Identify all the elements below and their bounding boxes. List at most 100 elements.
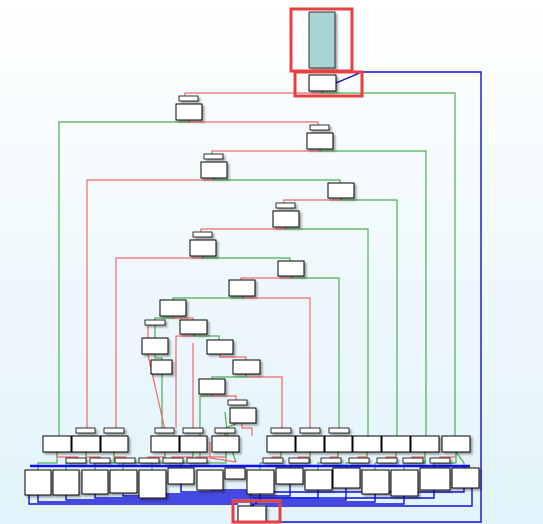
node[interactable] bbox=[42, 435, 72, 453]
node[interactable] bbox=[410, 435, 440, 453]
edge bbox=[94, 494, 251, 499]
edge bbox=[154, 316, 174, 338]
edge bbox=[172, 296, 244, 300]
edge bbox=[242, 296, 311, 428]
node[interactable] bbox=[154, 427, 175, 434]
node[interactable] bbox=[324, 435, 353, 453]
edge bbox=[252, 484, 291, 497]
node[interactable] bbox=[214, 427, 236, 434]
edge bbox=[122, 494, 251, 497]
highlight-node bbox=[293, 70, 364, 98]
node[interactable] bbox=[309, 124, 330, 131]
node[interactable] bbox=[203, 153, 224, 160]
edge bbox=[340, 198, 398, 436]
node[interactable] bbox=[114, 457, 136, 464]
node[interactable] bbox=[272, 210, 300, 228]
node[interactable] bbox=[361, 469, 390, 495]
node[interactable] bbox=[381, 435, 411, 453]
node[interactable] bbox=[138, 457, 160, 464]
node[interactable] bbox=[402, 457, 424, 464]
node[interactable] bbox=[320, 457, 342, 464]
node[interactable] bbox=[89, 457, 111, 464]
node[interactable] bbox=[348, 457, 370, 464]
edges bbox=[28, 71, 482, 523]
node[interactable] bbox=[182, 427, 204, 434]
node[interactable] bbox=[308, 74, 337, 92]
edge bbox=[240, 276, 293, 280]
node[interactable] bbox=[441, 435, 471, 453]
node[interactable] bbox=[352, 435, 382, 453]
node[interactable] bbox=[141, 337, 169, 355]
node[interactable] bbox=[270, 427, 292, 434]
edge bbox=[193, 334, 220, 340]
node[interactable] bbox=[295, 435, 325, 453]
edge bbox=[285, 227, 369, 436]
edge bbox=[154, 354, 163, 360]
edge bbox=[147, 326, 166, 431]
node[interactable] bbox=[196, 469, 224, 491]
node[interactable] bbox=[65, 457, 87, 464]
node[interactable] bbox=[227, 399, 248, 406]
node[interactable] bbox=[52, 469, 80, 496]
node[interactable] bbox=[138, 469, 167, 499]
node[interactable] bbox=[211, 435, 240, 453]
node[interactable] bbox=[246, 469, 275, 495]
node[interactable] bbox=[451, 467, 480, 489]
edge bbox=[202, 256, 291, 261]
node[interactable] bbox=[275, 467, 304, 485]
edge bbox=[213, 178, 341, 183]
node[interactable] bbox=[200, 161, 228, 179]
node[interactable] bbox=[266, 435, 296, 453]
node[interactable] bbox=[175, 103, 203, 121]
node[interactable] bbox=[228, 279, 256, 297]
node[interactable] bbox=[275, 202, 296, 209]
node[interactable] bbox=[179, 319, 208, 335]
node[interactable] bbox=[224, 467, 246, 480]
node[interactable] bbox=[229, 407, 257, 424]
node[interactable] bbox=[232, 359, 261, 375]
node[interactable] bbox=[100, 435, 129, 453]
node[interactable] bbox=[24, 469, 52, 496]
node[interactable] bbox=[332, 467, 361, 489]
node[interactable] bbox=[186, 457, 208, 464]
nodes[interactable] bbox=[24, 11, 480, 522]
node[interactable] bbox=[429, 457, 451, 464]
node[interactable] bbox=[179, 435, 208, 453]
node[interactable] bbox=[390, 469, 419, 497]
exit-block[interactable] bbox=[237, 505, 267, 522]
edge bbox=[283, 198, 342, 203]
node[interactable] bbox=[189, 239, 217, 257]
node[interactable] bbox=[162, 457, 184, 464]
node[interactable] bbox=[150, 435, 180, 453]
node[interactable] bbox=[198, 378, 226, 395]
node[interactable] bbox=[328, 427, 350, 434]
edge bbox=[200, 227, 287, 232]
node[interactable] bbox=[167, 467, 195, 485]
edge bbox=[319, 149, 427, 436]
edge bbox=[211, 394, 237, 400]
node[interactable] bbox=[419, 467, 451, 491]
node[interactable] bbox=[299, 427, 321, 434]
node[interactable] bbox=[192, 231, 213, 238]
node[interactable] bbox=[75, 427, 96, 434]
node[interactable] bbox=[144, 319, 166, 326]
entry-block[interactable] bbox=[308, 11, 336, 69]
node[interactable] bbox=[159, 299, 187, 317]
node[interactable] bbox=[376, 457, 398, 464]
node[interactable] bbox=[178, 95, 199, 102]
node[interactable] bbox=[262, 457, 284, 464]
node[interactable] bbox=[327, 182, 355, 199]
edge bbox=[37, 452, 58, 470]
node[interactable] bbox=[277, 260, 305, 277]
node[interactable] bbox=[206, 339, 234, 355]
node[interactable] bbox=[306, 132, 334, 150]
node[interactable] bbox=[288, 457, 310, 464]
node[interactable] bbox=[71, 435, 101, 453]
node[interactable] bbox=[109, 469, 138, 494]
node[interactable] bbox=[103, 427, 125, 434]
node[interactable] bbox=[81, 469, 109, 495]
node[interactable] bbox=[304, 469, 333, 491]
node[interactable] bbox=[150, 359, 173, 375]
